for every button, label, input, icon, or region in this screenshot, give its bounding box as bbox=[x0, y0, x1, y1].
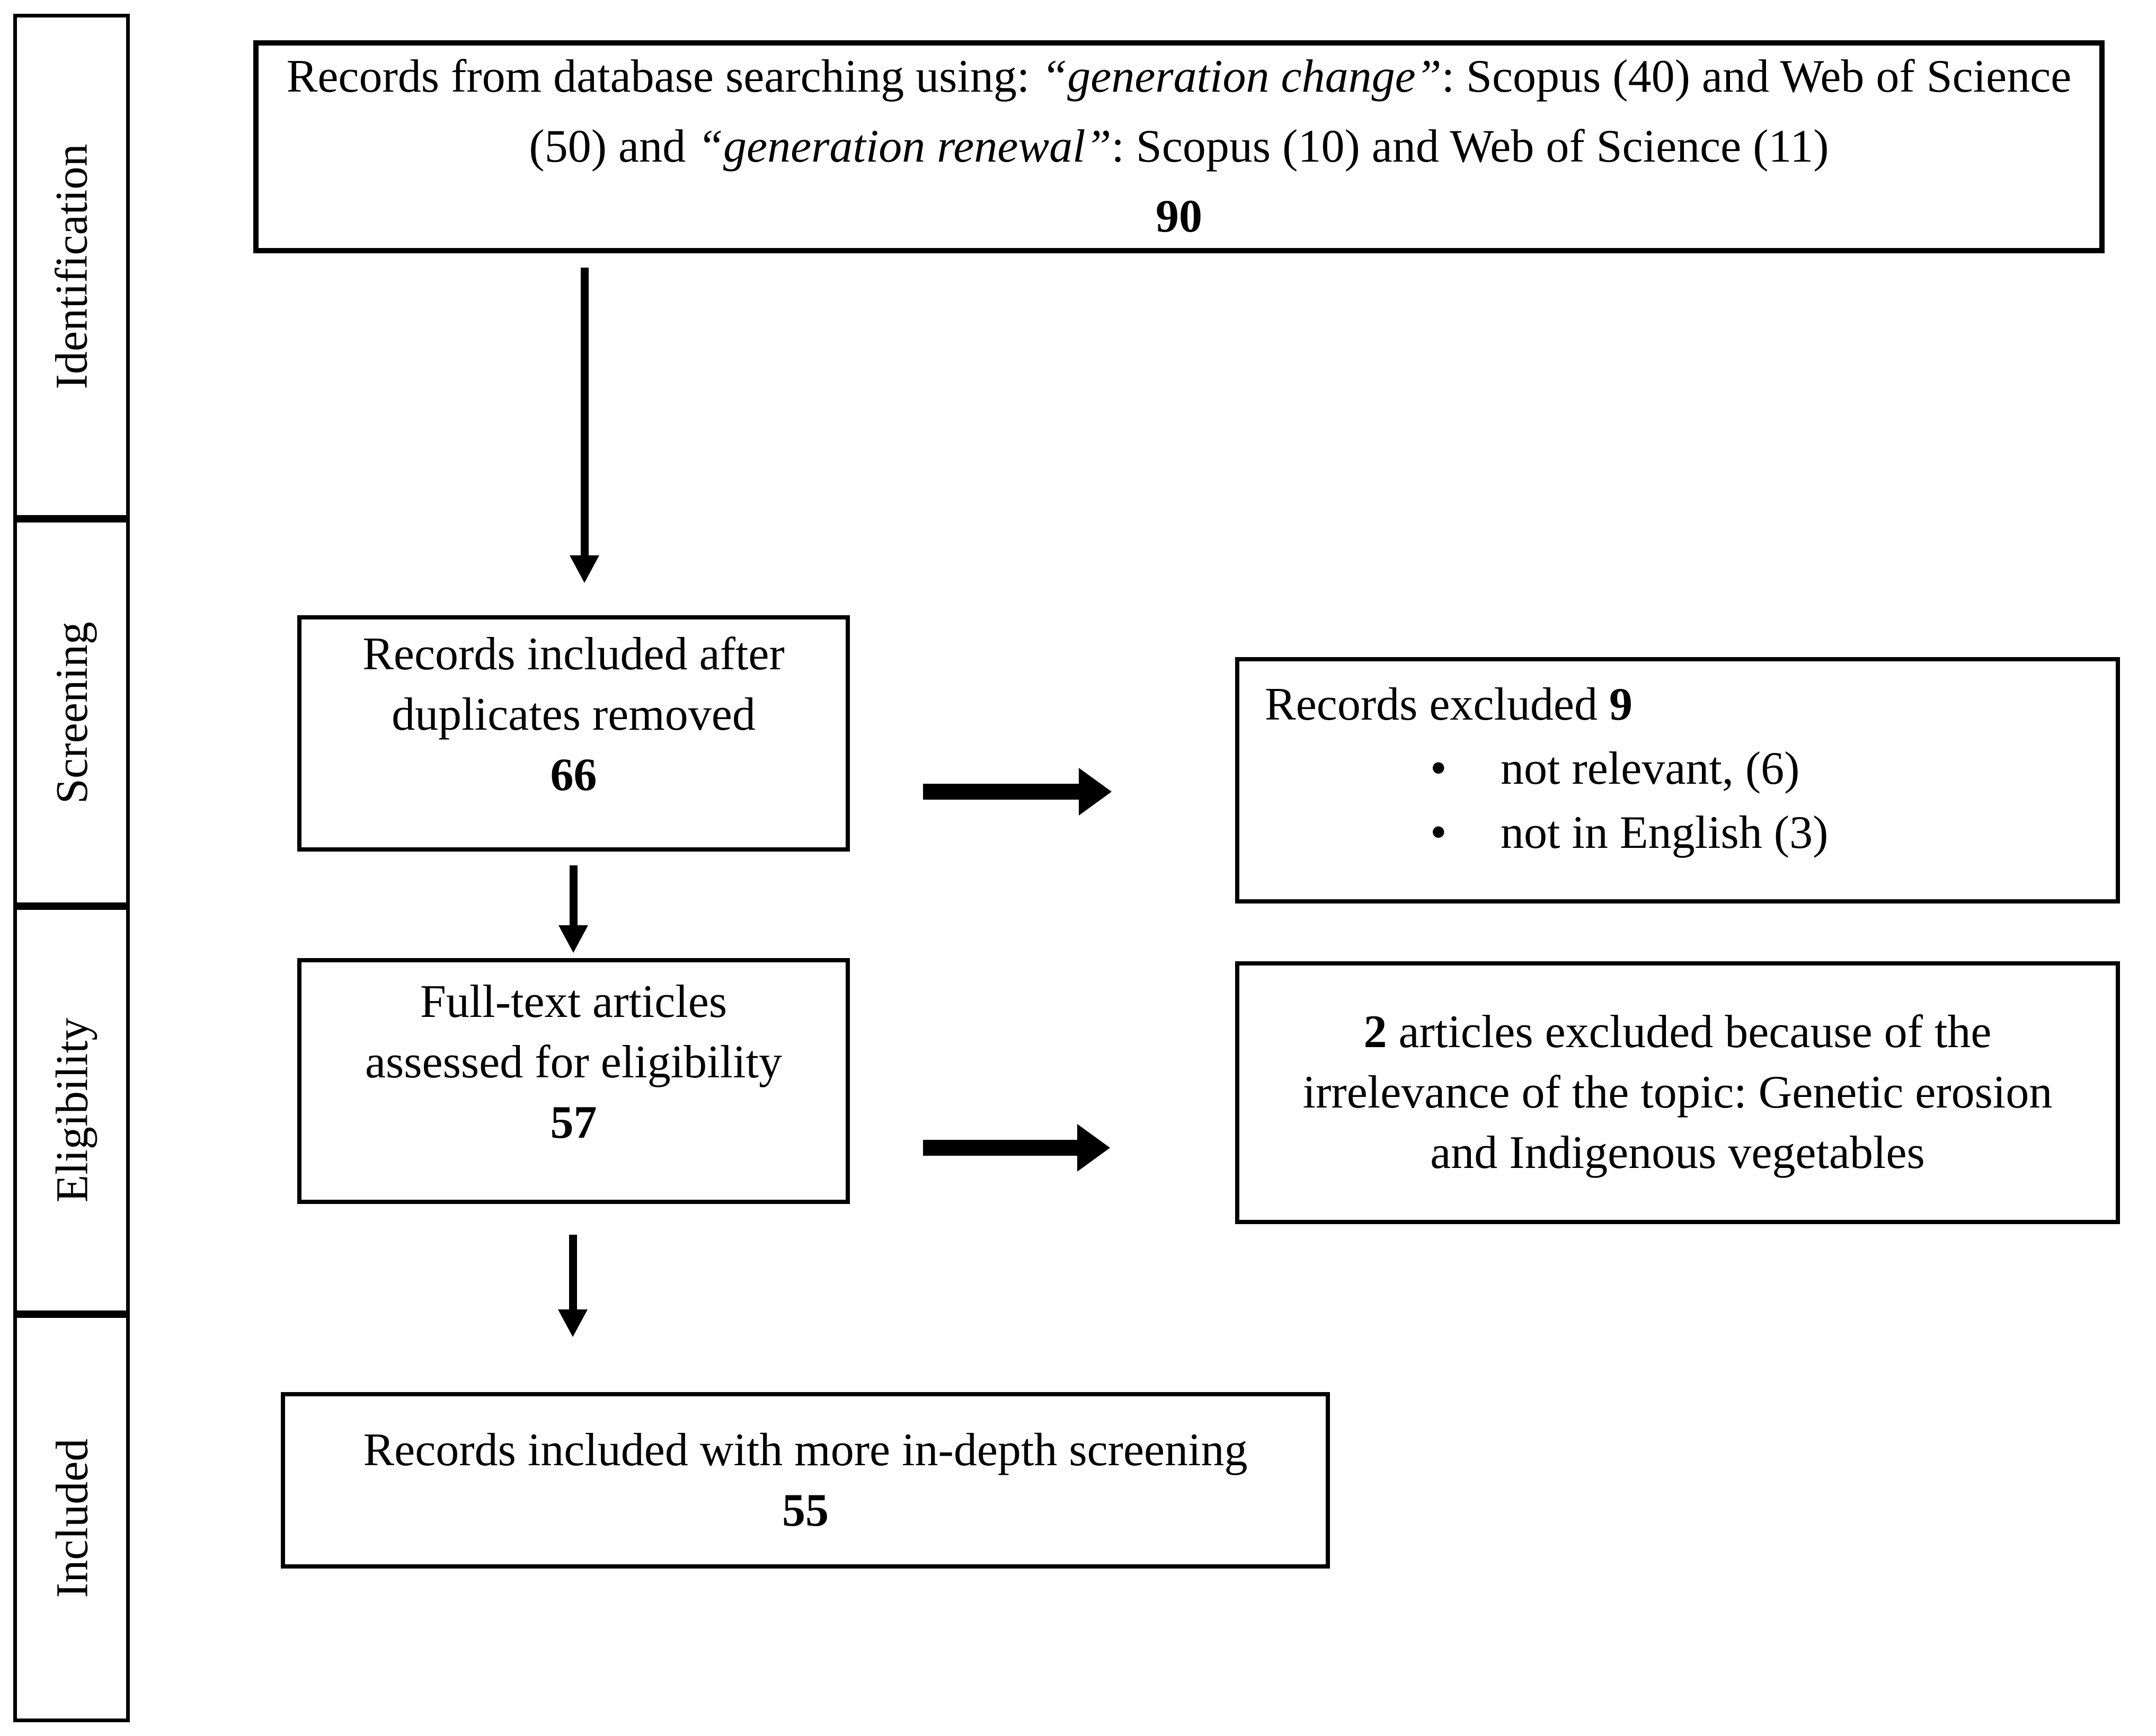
excluded-reason-not-relevant: not relevant, (6) bbox=[1501, 743, 1800, 794]
articles-excluded-line1-rest: articles excluded because of the bbox=[1387, 1006, 1992, 1058]
stage-box-eligibility: Eligibility bbox=[13, 906, 130, 1314]
stage-box-screening: Screening bbox=[13, 519, 130, 906]
records-excluded-title: Records excluded bbox=[1265, 679, 1609, 730]
articles-excluded-line1: 2 articles excluded because of the bbox=[1364, 1002, 1992, 1062]
excluded-reason-item: • not in English (3) bbox=[1430, 801, 2100, 865]
fulltext-assessed-line1: Full-text articles bbox=[420, 976, 727, 1028]
arrow-shaft bbox=[923, 1140, 1079, 1156]
arrow-head bbox=[1077, 1124, 1110, 1172]
arrow-shaft bbox=[569, 1235, 577, 1311]
search-text-post: : Scopus (10) and Web of Science (11) bbox=[1111, 121, 1829, 172]
stage-box-identification: Identification bbox=[13, 14, 130, 519]
included-records-count: 55 bbox=[782, 1484, 829, 1536]
records-excluded-title-row: Records excluded 9 bbox=[1265, 673, 2100, 737]
search-term-2: “generation renewal” bbox=[697, 121, 1112, 172]
duplicates-removed-line1: Records included after bbox=[362, 628, 785, 680]
arrow-head bbox=[1079, 768, 1112, 816]
bullet-icon: • bbox=[1430, 742, 1447, 794]
fulltext-assessed-line2: assessed for eligibility bbox=[365, 1037, 782, 1088]
articles-excluded-line2: irrelevance of the topic: Genetic erosio… bbox=[1302, 1067, 2053, 1118]
records-excluded-count: 9 bbox=[1609, 679, 1632, 730]
database-search-records-box: Records from database searching using: “… bbox=[253, 40, 2105, 253]
articles-excluded-count: 2 bbox=[1363, 1006, 1387, 1058]
included-records-box: Records included with more in-depth scre… bbox=[281, 1392, 1330, 1569]
arrow-head bbox=[558, 1309, 588, 1337]
bullet-icon: • bbox=[1430, 806, 1447, 858]
arrow-shaft bbox=[581, 268, 589, 557]
duplicates-removed-count: 66 bbox=[550, 749, 597, 801]
arrow-shaft bbox=[570, 865, 578, 927]
articles-excluded-line3: and Indigenous vegetables bbox=[1430, 1127, 1925, 1179]
arrow-head bbox=[570, 555, 599, 583]
identification-count: 90 bbox=[1156, 191, 1202, 242]
database-search-text: Records from database searching using: “… bbox=[285, 42, 2073, 182]
records-excluded-box: Records excluded 9 • not relevant, (6) •… bbox=[1235, 657, 2120, 904]
included-records-line1: Records included with more in-depth scre… bbox=[363, 1424, 1248, 1476]
stage-label-included: Included bbox=[46, 1438, 97, 1598]
duplicates-removed-line2: duplicates removed bbox=[392, 689, 756, 740]
search-text-mid2: (50) and bbox=[529, 121, 698, 172]
excluded-reason-item: • not relevant, (6) bbox=[1430, 737, 2100, 801]
fulltext-assessed-count: 57 bbox=[550, 1097, 597, 1148]
arrow-shaft bbox=[923, 784, 1080, 800]
excluded-reason-not-english: not in English (3) bbox=[1501, 807, 1829, 858]
search-text-mid1: : Scopus (40) and Web of Science bbox=[1441, 51, 2072, 102]
stage-label-screening: Screening bbox=[46, 621, 97, 804]
search-term-1: “generation change” bbox=[1041, 51, 1442, 102]
duplicates-removed-box: Records included after duplicates remove… bbox=[297, 615, 850, 852]
stage-label-identification: Identification bbox=[46, 143, 97, 389]
arrow-head bbox=[558, 925, 588, 953]
fulltext-assessed-box: Full-text articles assessed for eligibil… bbox=[297, 958, 850, 1204]
stage-box-included: Included bbox=[13, 1314, 130, 1722]
articles-excluded-box: 2 articles excluded because of the irrel… bbox=[1235, 961, 2120, 1224]
stage-label-eligibility: Eligibility bbox=[46, 1017, 97, 1203]
search-text-pre: Records from database searching using: bbox=[286, 51, 1042, 102]
